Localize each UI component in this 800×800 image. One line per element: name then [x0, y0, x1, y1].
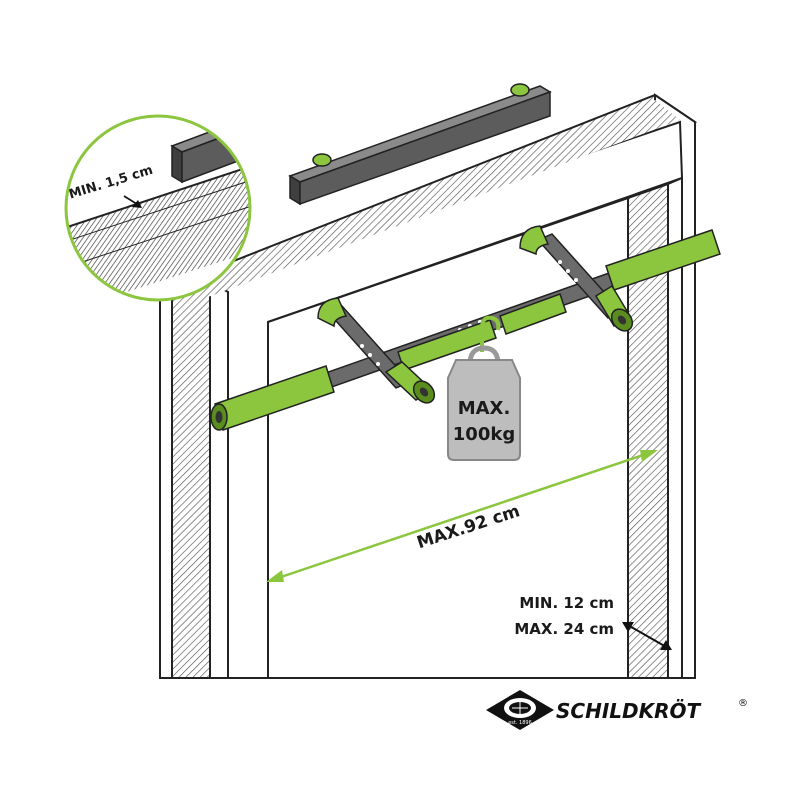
bar-lower-left-end: [419, 387, 429, 397]
wall-arrow-line: [625, 623, 669, 649]
frame-header-hatch: [175, 100, 680, 300]
bracket-pad-right: [510, 83, 530, 97]
bracket-long-face: [299, 90, 551, 206]
weight-body: [447, 359, 521, 461]
logo-est: est. 1896: [508, 720, 532, 726]
weight-handle: [467, 345, 501, 365]
weight-label-line1: MAX.: [458, 398, 511, 419]
bar-left-tube-end: [215, 411, 223, 423]
foam-hook-right: [519, 225, 550, 256]
zoom-wall-edge-top: [66, 149, 250, 237]
wall-max-label: MAX. 24 cm: [514, 620, 614, 638]
zoom-circle-border: [64, 114, 252, 302]
frame-right-casing: [667, 176, 683, 679]
wall-dimension: MIN. 12 cm MAX. 24 cm: [514, 594, 672, 650]
bracket-pad-left: [312, 153, 332, 167]
top-bracket: [288, 83, 552, 206]
wall-min-label: MIN. 12 cm: [519, 594, 614, 612]
weight-hook: [480, 315, 501, 352]
width-arrow-line: [271, 450, 653, 582]
weight-label-line2: 100kg: [453, 424, 515, 445]
frame-left-jamb: [171, 280, 211, 679]
foam-grip-right: [605, 229, 721, 291]
zoom-wall-edge-mid: [66, 163, 250, 251]
logo-registered: ®: [738, 698, 748, 709]
frame-front-casing-left: [209, 273, 229, 679]
schildkrot-logo: est. 1896 SCHILDKRÖT ®: [486, 690, 748, 730]
logo-brand: SCHILDKRÖT: [556, 699, 702, 723]
turtle-icon: [504, 698, 536, 718]
pull-up-bar: [210, 225, 721, 431]
width-arrow-right-head: [640, 450, 658, 462]
bar-lower-right-end: [617, 315, 627, 325]
width-arrow-left-head: [266, 570, 284, 582]
foam-grip-center-2: [499, 293, 567, 335]
weight: MAX. 100kg: [447, 315, 521, 461]
frame-left-outer: [159, 288, 173, 679]
foam-hook-left: [317, 297, 348, 328]
door-frame: [157, 93, 698, 679]
wall-arrow-head-b: [660, 640, 672, 650]
zoom-wall-hatch: [66, 150, 250, 300]
zoom-gap-arrow-head: [132, 200, 142, 208]
wall-arrow-head-a: [622, 622, 634, 632]
zoom-bracket-front: [171, 144, 183, 184]
